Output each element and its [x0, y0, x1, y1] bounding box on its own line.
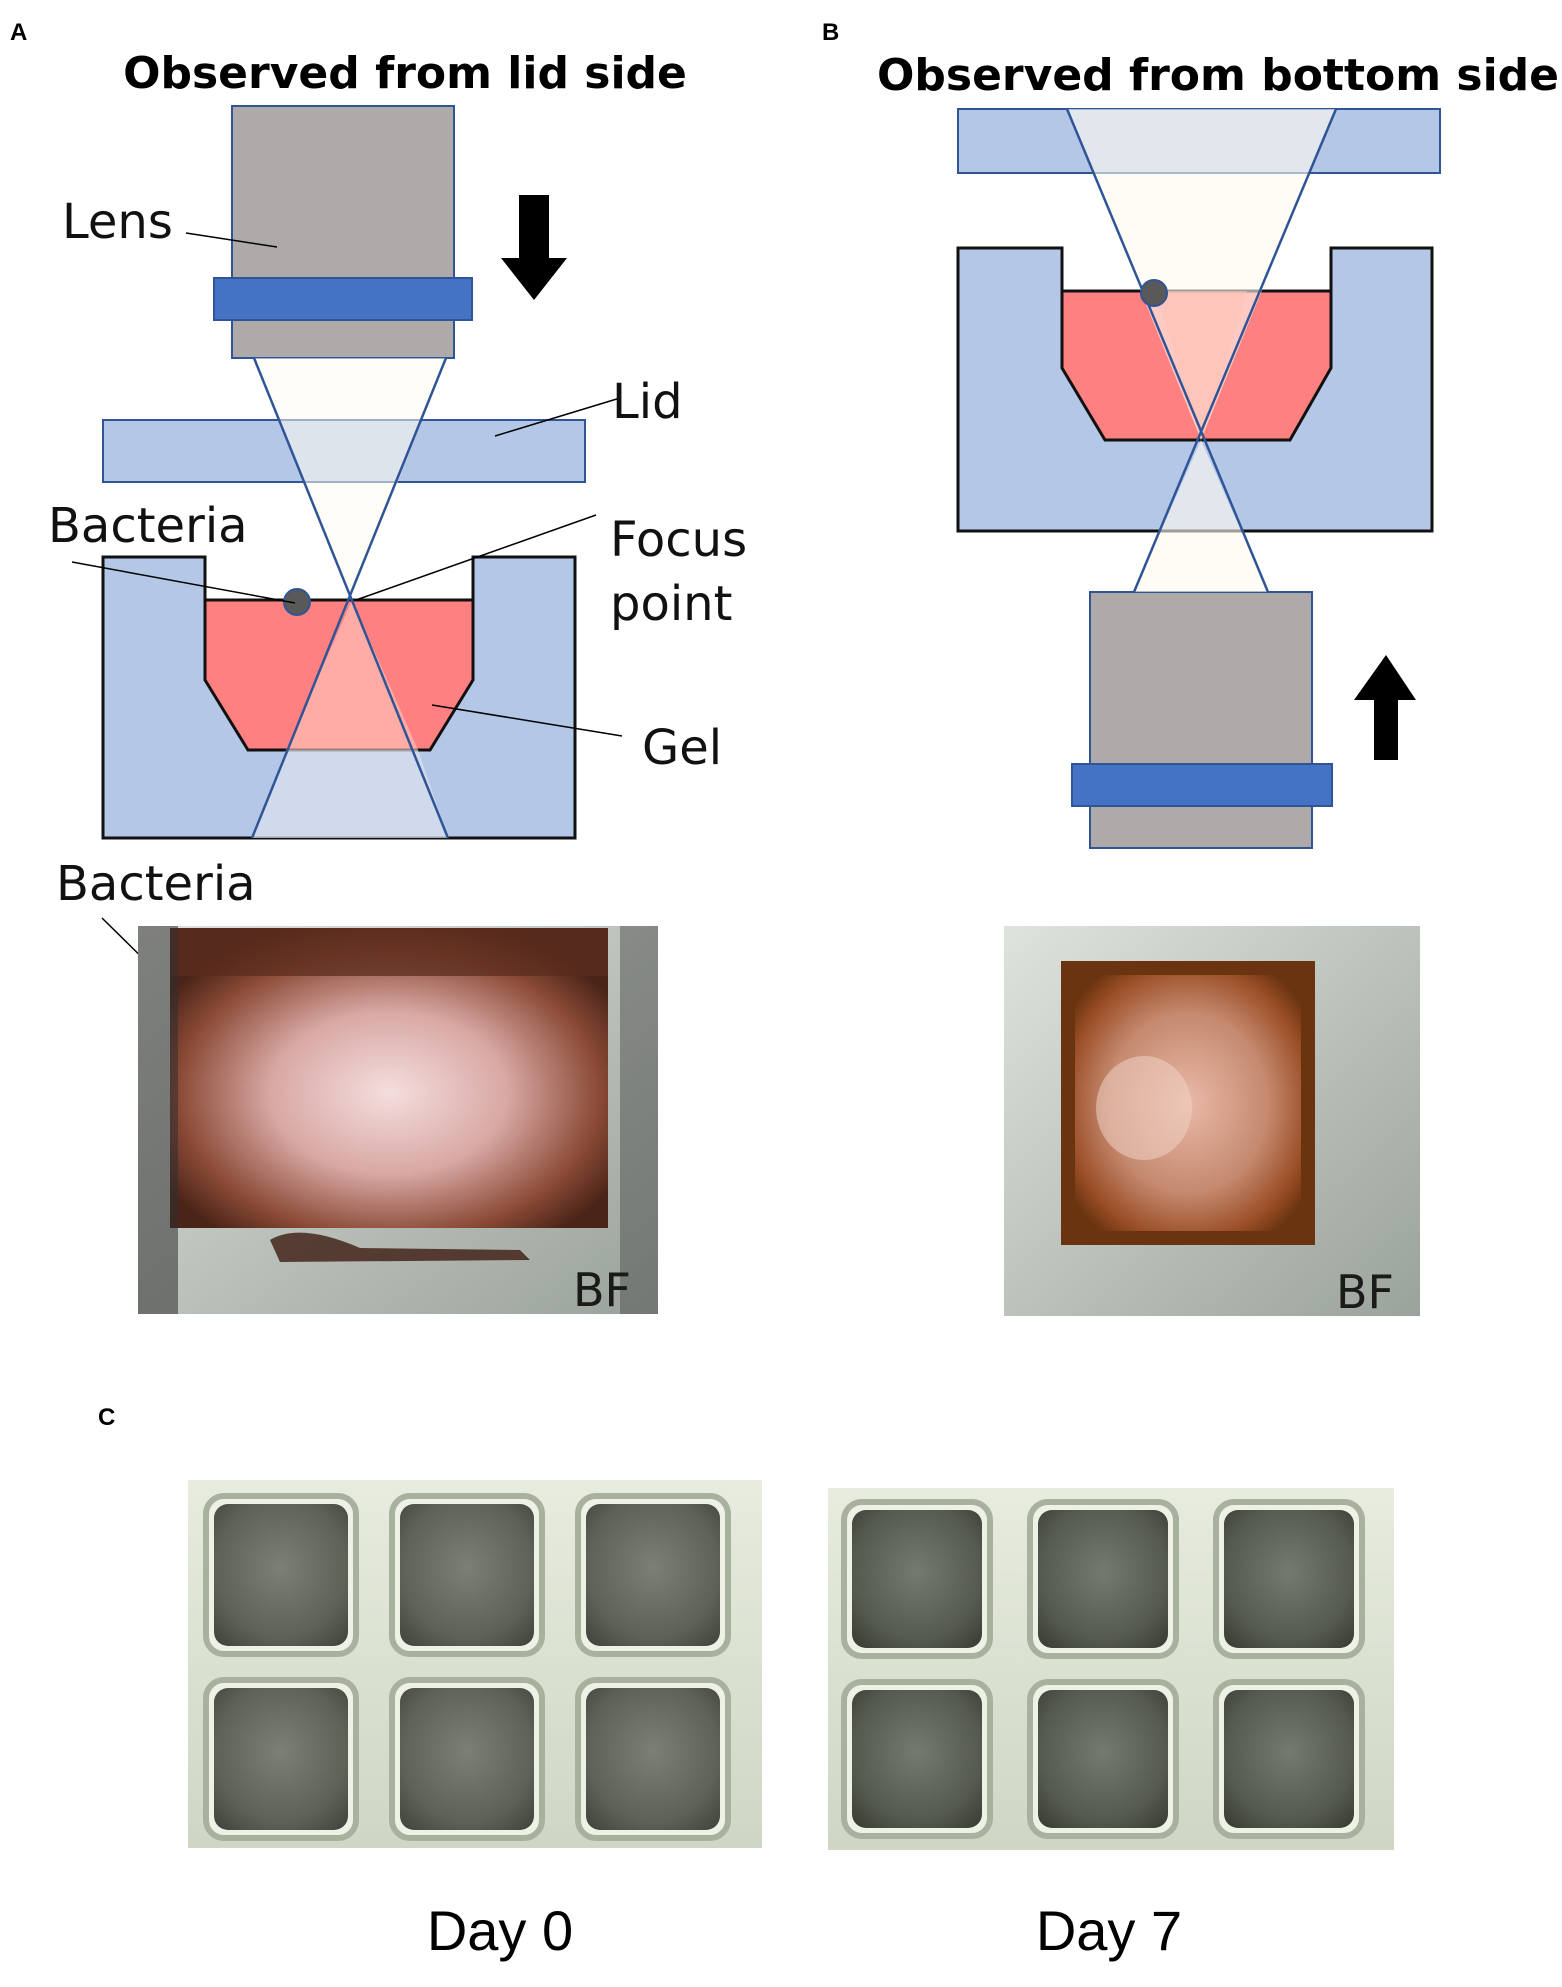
lens-band-a [213, 277, 473, 321]
panel-b-diagram [956, 108, 1441, 849]
light-cone-a-bottom [252, 750, 448, 838]
arrow-down-icon [501, 195, 567, 300]
panel-b-letter: B [822, 19, 839, 46]
panel-a-diagram: Lens Lid Bacteria Focus point Gel Bacter… [48, 105, 747, 1185]
plate-day7 [828, 1488, 1394, 1850]
bacteria-dot-a [283, 588, 311, 616]
day7-label: Day 7 [1036, 1899, 1182, 1962]
well [389, 1493, 545, 1657]
well [841, 1679, 993, 1839]
light-cone-b-top [1067, 109, 1336, 440]
well [389, 1677, 545, 1841]
label-focus-line1: Focus [610, 512, 747, 568]
bacteria-dot-b [1140, 279, 1168, 307]
light-cone-a-lower [286, 600, 418, 750]
well [1027, 1499, 1179, 1659]
label-bacteria: Bacteria [48, 498, 248, 554]
panel-b-title: Observed from bottom side [877, 50, 1559, 101]
label-gel: Gel [642, 720, 722, 776]
plate-day0 [188, 1480, 762, 1848]
well [575, 1677, 731, 1841]
panel-a-letter: A [10, 19, 27, 46]
arrow-up-icon [1354, 655, 1416, 760]
well [203, 1493, 359, 1657]
light-cone-b-gel [1155, 291, 1247, 440]
light-cone-a-upper [254, 358, 446, 600]
photo-a [138, 926, 658, 1314]
bf-label-b: BF [1336, 1265, 1394, 1319]
well [575, 1493, 731, 1657]
well [1213, 1679, 1365, 1839]
well [203, 1677, 359, 1841]
label-lens: Lens [62, 194, 173, 250]
panel-c-letter: C [98, 1404, 115, 1431]
panel-a-title: Observed from lid side [123, 48, 687, 99]
photo-b [1004, 926, 1420, 1316]
well [1027, 1679, 1179, 1839]
day0-label: Day 0 [427, 1899, 573, 1962]
bf-label-a: BF [573, 1263, 631, 1317]
label-focus-line2: point [610, 576, 732, 632]
lens-band-b [1071, 763, 1333, 807]
well [1213, 1499, 1365, 1659]
label-lid: Lid [612, 374, 683, 430]
lens-b [1089, 591, 1313, 849]
well [841, 1499, 993, 1659]
label-bacteria-photo: Bacteria [56, 856, 256, 912]
light-cone-b-lower [1134, 440, 1268, 592]
